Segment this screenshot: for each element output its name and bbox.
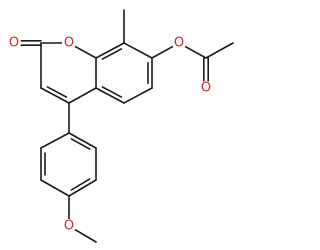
bond-C4a-C4 bbox=[68, 87, 97, 104]
atom-label-layer: O O O O O bbox=[7, 36, 213, 234]
bond-Cac-Meac bbox=[205, 42, 234, 59]
bond-Om-Mem bbox=[74, 228, 97, 243]
bond-layer bbox=[20, 9, 234, 243]
bond-P6-P1 bbox=[40, 132, 70, 149]
bond-P3-P4 bbox=[68, 179, 97, 197]
acetyl-carbonyl-oxygen-atom: O bbox=[199, 81, 213, 96]
bond-P1-P2-double bbox=[70, 138, 91, 150]
lactone-ring-oxygen-atom: O bbox=[62, 36, 76, 51]
bond-C8a-C8-double bbox=[101, 48, 123, 60]
bond-C4-C3 bbox=[40, 87, 70, 104]
bond-C6-C5 bbox=[123, 87, 153, 104]
bond-C4-C3-double bbox=[46, 86, 68, 98]
carbonyl-oxygen-label: O bbox=[9, 36, 19, 51]
bond-O7-Cac bbox=[184, 45, 207, 59]
ester-oxygen-label: O bbox=[174, 36, 184, 51]
bond-C5-C4a bbox=[95, 87, 125, 104]
bond-C5-C4a-double bbox=[101, 86, 123, 98]
bond-P1-P2 bbox=[68, 132, 97, 149]
bond-P3-P4-double bbox=[70, 178, 91, 191]
carbonyl-oxygen-atom: O bbox=[7, 36, 21, 51]
bond-P4-P5 bbox=[40, 179, 70, 197]
bond-C8-C7 bbox=[123, 42, 153, 59]
acetyl-carbonyl-oxygen-label: O bbox=[201, 81, 211, 96]
methoxy-oxygen-atom: O bbox=[62, 219, 76, 234]
bond-C7-O7 bbox=[151, 45, 174, 59]
methoxy-oxygen-label: O bbox=[64, 219, 74, 234]
bond-C8a-C8 bbox=[95, 42, 125, 59]
chemical-structure-diagram: O O O O O bbox=[7, 9, 234, 243]
bond-O1-C8a bbox=[74, 45, 97, 59]
lactone-ring-oxygen-label: O bbox=[64, 36, 74, 51]
ester-oxygen-atom: O bbox=[172, 36, 186, 51]
